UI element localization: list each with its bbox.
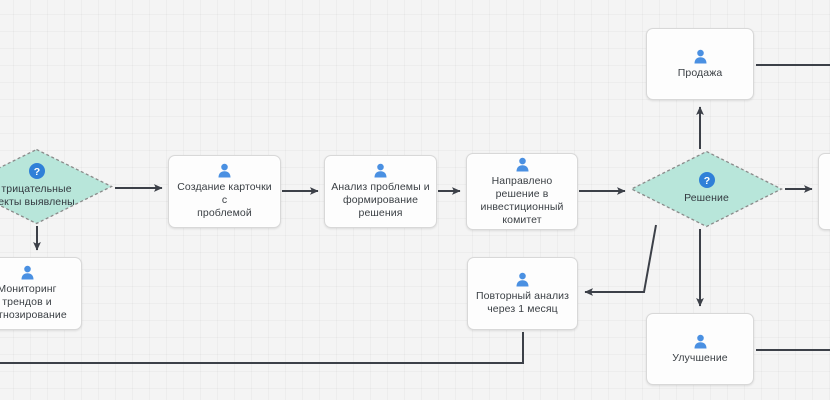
- task-monitoring[interactable]: Мониторинг трендов и рогнозирование: [0, 257, 82, 330]
- task-improvement[interactable]: Улучшение: [646, 313, 754, 385]
- gateway-shape: [0, 148, 113, 225]
- user-icon: [20, 265, 35, 283]
- gateway-decision-label: Решение: [684, 191, 729, 204]
- task-sale[interactable]: Продажа: [646, 28, 754, 100]
- task-repeat-analysis[interactable]: Повторный анализ через 1 месяц: [467, 257, 578, 330]
- task-repeat-analysis-label: Повторный анализ через 1 месяц: [475, 289, 570, 315]
- user-icon: [373, 163, 388, 181]
- gateway-shape: [630, 150, 783, 228]
- svg-text:?: ?: [703, 174, 709, 186]
- gateway-negative-effects[interactable]: ? трицательные екты выявлены: [0, 148, 113, 225]
- user-icon: [217, 163, 232, 181]
- task-sale-label: Продажа: [677, 66, 723, 79]
- task-right-edge-clipped[interactable]: [818, 153, 830, 230]
- task-sent-to-committee[interactable]: Направлено решение в инвестиционный коми…: [466, 153, 578, 230]
- user-icon: [515, 272, 530, 290]
- edge-repeat-to-offscreen: [0, 332, 524, 364]
- user-icon: [515, 157, 530, 175]
- task-create-card[interactable]: Создание карточки с проблемой: [168, 155, 281, 228]
- user-icon: [693, 334, 708, 352]
- task-analysis[interactable]: Анализ проблемы и формирование решения: [324, 155, 437, 228]
- task-sent-to-committee-label: Направлено решение в инвестиционный коми…: [480, 174, 564, 226]
- question-icon: ?: [698, 171, 715, 192]
- svg-text:?: ?: [33, 165, 39, 177]
- task-analysis-label: Анализ проблемы и формирование решения: [331, 181, 430, 219]
- gateway-negative-effects-label: трицательные екты выявлены: [0, 182, 75, 208]
- user-icon: [693, 49, 708, 67]
- task-create-card-label: Создание карточки с проблемой: [177, 181, 272, 219]
- gateway-decision[interactable]: ? Решение: [630, 150, 783, 228]
- task-improvement-label: Улучшение: [672, 351, 728, 364]
- task-monitoring-label: Мониторинг трендов и рогнозирование: [0, 283, 67, 321]
- edge-decision-to-repeat: [584, 224, 657, 296]
- question-icon: ?: [28, 162, 45, 183]
